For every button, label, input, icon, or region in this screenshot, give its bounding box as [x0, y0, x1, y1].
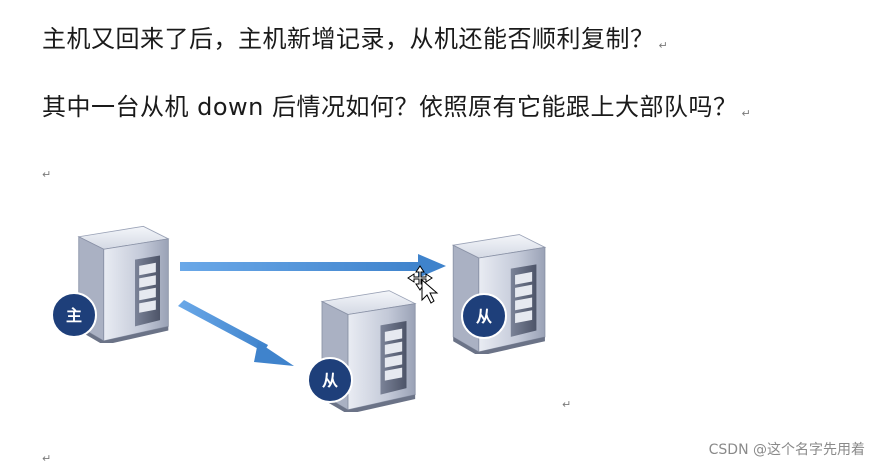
paragraph-mark: ↵	[42, 452, 52, 465]
server-icon	[452, 233, 546, 354]
question-1: 主机又回来了后，主机新增记录，从机还能否顺利复制？↵	[42, 24, 668, 61]
paragraph-mark: ↵	[562, 398, 572, 411]
move-cursor-icon	[407, 265, 439, 304]
question-1-text: 主机又回来了后，主机新增记录，从机还能否顺利复制？	[42, 25, 655, 53]
paragraph-mark: ↵	[658, 39, 669, 52]
arrow-icon	[178, 300, 294, 366]
slave-badge	[461, 293, 507, 339]
watermark: CSDN @这个名字先用着	[708, 442, 865, 458]
slave-badge	[307, 357, 353, 403]
paragraph-mark: ↵	[741, 107, 752, 120]
slave-server-2: 从	[307, 290, 416, 412]
slave-badge-label: 从	[322, 371, 338, 390]
master-server: 主	[51, 225, 169, 343]
server-icon	[78, 225, 169, 343]
master-badge	[51, 292, 97, 338]
arrow-icon	[180, 254, 446, 278]
slave-badge-label: 从	[476, 307, 492, 326]
question-2-text: 其中一台从机 down 后情况如何？依照原有它能跟上大部队吗？	[42, 93, 738, 121]
paragraph-mark: ↵	[42, 168, 52, 181]
server-icon	[321, 290, 416, 412]
slave-server-1: 从	[452, 233, 546, 354]
question-2: 其中一台从机 down 后情况如何？依照原有它能跟上大部队吗？↵	[42, 92, 751, 129]
master-badge-label: 主	[66, 306, 82, 325]
